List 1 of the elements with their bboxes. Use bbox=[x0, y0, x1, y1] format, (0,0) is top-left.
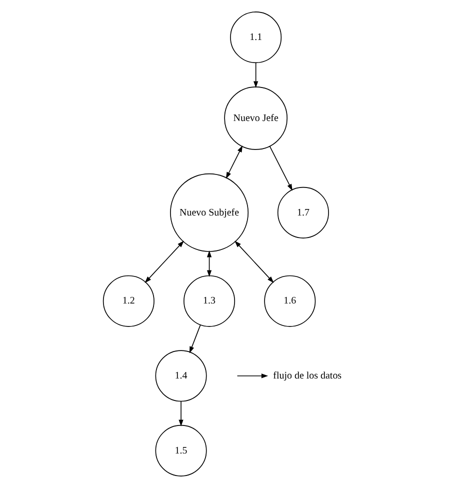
legend-label: flujo de los datos bbox=[272, 370, 342, 382]
